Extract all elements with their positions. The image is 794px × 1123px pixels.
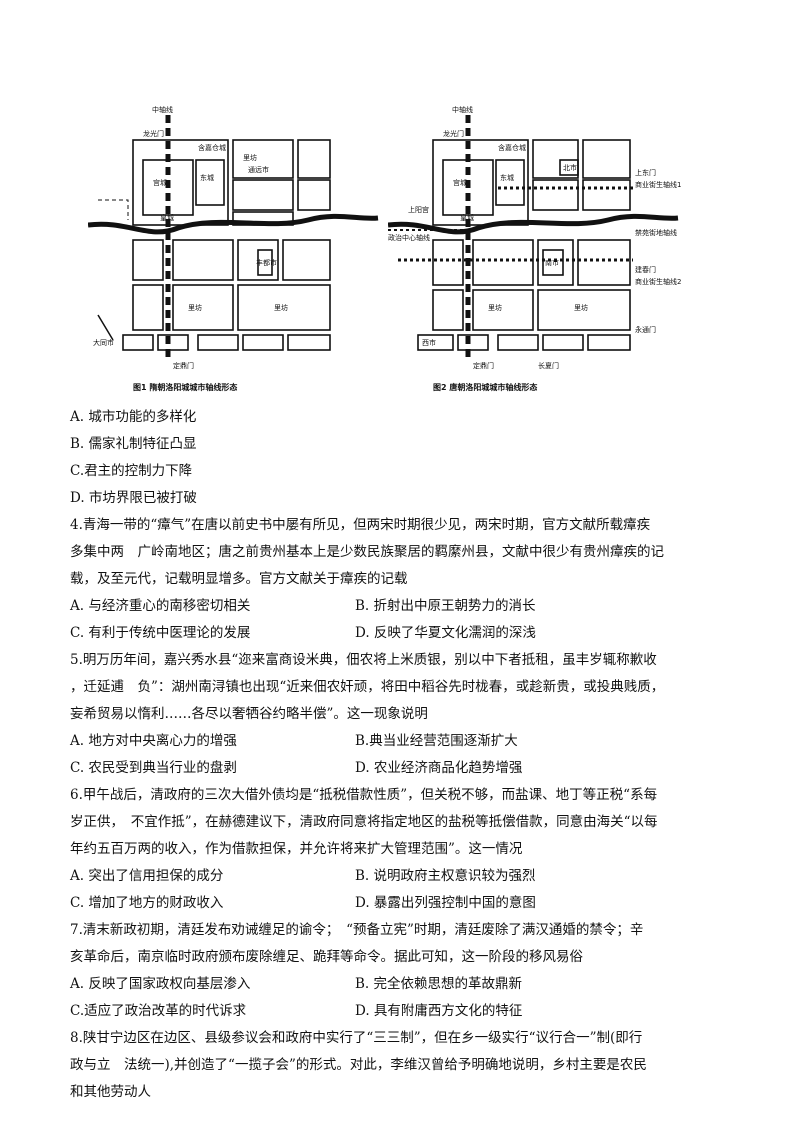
q5-option-a: A. 地方对中央离心力的增强 <box>70 733 237 749</box>
svg-text:皇城: 皇城 <box>460 213 474 222</box>
svg-text:长夏门: 长夏门 <box>538 361 559 370</box>
q5-stem: 5.明万历年间，嘉兴秀水县“迩来富商设米典，佃农将上米质银，别以中下者抵租，虽丰… <box>70 652 657 668</box>
svg-text:上阳宫: 上阳宫 <box>408 205 429 214</box>
svg-text:含嘉仓城: 含嘉仓城 <box>198 143 226 152</box>
q6-stem: 岁正供， 不宜作抵”，在赫德建议下，清政府同意将指定地区的盐税等抵偿借款，同意由… <box>70 814 658 830</box>
figure-2-map: 中轴线 龙光门 含嘉仓城 宫城 东城 北市 皇城 上阳宫 政治中心轴线 南市 西… <box>388 100 688 400</box>
q8-stem: 政与立 法统一),并创造了“一揽子会”的形式。对此，李维汉曾给予明确地说明，乡村… <box>70 1057 647 1073</box>
q4-options-row: C. 有利于传统中医理论的发展 D. 反映了华夏文化濡润的深浅 <box>70 620 730 647</box>
q5-stem: ，迁延逋 负”：湖州南浔镇也出现“近来佃农奸顽，将田中稻谷先时栊春，或趁新贵，或… <box>70 679 665 695</box>
svg-text:大同市: 大同市 <box>93 338 114 347</box>
svg-text:宫城: 宫城 <box>153 178 167 187</box>
q6-option-b: B. 说明政府主权意识较为强烈 <box>355 868 536 884</box>
q7-options-row: C.适应了政治改革的时代诉求 D. 具有附庸西方文化的特征 <box>70 998 730 1025</box>
q4-options-row: A. 与经济重心的南移密切相关 B. 折射出中原王朝势力的消长 <box>70 593 730 620</box>
svg-text:定鼎门: 定鼎门 <box>473 361 494 370</box>
q7-option-d: D. 具有附庸西方文化的特征 <box>355 1003 523 1019</box>
q7-option-a: A. 反映了国家政权向基层渗入 <box>70 976 251 992</box>
svg-text:龙光门: 龙光门 <box>443 129 464 138</box>
sui-luoyang-map: 中轴线 龙光门 含嘉仓城 宫城 东城 皇城 通远市 丰都市 里坊 里坊 里坊 定… <box>88 105 379 392</box>
q6-option-c: C. 增加了地方的财政收入 <box>70 895 224 911</box>
svg-text:中轴线: 中轴线 <box>452 105 473 114</box>
q4-option-d: D. 反映了华夏文化濡润的深浅 <box>355 625 536 641</box>
figure-area: 中轴线 龙光门 含嘉仓城 宫城 东城 皇城 通远市 丰都市 里坊 里坊 里坊 定… <box>88 100 708 400</box>
svg-text:商业街生轴线1: 商业街生轴线1 <box>635 180 681 189</box>
q4-option-b: B. 折射出中原王朝势力的消长 <box>355 598 536 614</box>
q7-option-b: B. 完全依赖思想的革故鼎新 <box>355 976 523 992</box>
q6-option-d: D. 暴露出列强控制中国的意图 <box>355 895 536 911</box>
question-text: A. 城市功能的多样化 B. 儒家礼制特征凸显 C.君主的控制力下降 D. 市坊… <box>70 404 730 1106</box>
q7-stem: 亥革命后，南京临时政府颁布废除缠足、跪拜等命令。据此可知，这一阶段的移风易俗 <box>70 949 583 965</box>
figure-2-caption: 图2 唐朝洛阳城城市轴线形态 <box>433 382 537 392</box>
q8-stem: 和其他劳动人 <box>70 1084 151 1100</box>
svg-text:通远市: 通远市 <box>248 165 269 174</box>
svg-text:西市: 西市 <box>422 338 436 347</box>
q4-option-a: A. 与经济重心的南移密切相关 <box>70 598 251 614</box>
svg-text:永通门: 永通门 <box>635 325 656 334</box>
q6-options-row: C. 增加了地方的财政收入 D. 暴露出列强控制中国的意图 <box>70 890 730 917</box>
q3-option-c: C.君主的控制力下降 <box>70 463 193 479</box>
q3-option-d: D. 市坊界限已被打破 <box>70 490 197 506</box>
q5-stem: 妄希贸易以惰利……各尽以奢牺谷约略半偿”。这一现象说明 <box>70 706 428 722</box>
q6-option-a: A. 突出了信用担保的成分 <box>70 868 224 884</box>
svg-text:龙光门: 龙光门 <box>143 129 164 138</box>
q6-options-row: A. 突出了信用担保的成分 B. 说明政府主权意识较为强烈 <box>70 863 730 890</box>
svg-text:宫城: 宫城 <box>453 178 467 187</box>
svg-text:里坊: 里坊 <box>574 303 588 312</box>
q7-stem: 7.清末新政初期，清廷发布劝诫缠足的谕令； “预备立宪”时期，清廷废除了满汉通婚… <box>70 922 644 938</box>
svg-text:东城: 东城 <box>500 173 514 182</box>
svg-text:建春门: 建春门 <box>635 265 656 274</box>
palace-outline <box>132 139 229 226</box>
q4-stem: 多集中两 广岭南地区；唐之前贵州基本上是少数民族聚居的羁縻州县，文献中很少有贵州… <box>70 544 664 560</box>
q6-stem: 6.甲午战后，清政府的三次大借外债均是“抵税借款性质”，但关税不够，而盐课、地丁… <box>70 787 658 803</box>
q5-options-row: C. 农民受到典当行业的盘剥 D. 农业经济商品化趋势增强 <box>70 755 730 782</box>
figure-1-map: 中轴线 龙光门 含嘉仓城 宫城 东城 皇城 通远市 丰都市 里坊 里坊 里坊 定… <box>88 100 388 400</box>
svg-text:北市: 北市 <box>563 163 577 172</box>
tang-luoyang-map: 中轴线 龙光门 含嘉仓城 宫城 东城 北市 皇城 上阳宫 政治中心轴线 南市 西… <box>388 105 681 392</box>
q7-options-row: A. 反映了国家政权向基层渗入 B. 完全依赖思想的革故鼎新 <box>70 971 730 998</box>
q3-option-b: B. 儒家礼制特征凸显 <box>70 436 197 452</box>
q8-stem: 8.陕甘宁边区在边区、县级参议会和政府中实行了“三三制”，但在乡一级实行“议行合… <box>70 1030 643 1046</box>
figure-1-caption: 图1 隋朝洛阳城城市轴线形态 <box>133 382 237 392</box>
svg-text:里坊: 里坊 <box>488 303 502 312</box>
svg-text:皇城: 皇城 <box>160 213 174 222</box>
svg-text:里坊: 里坊 <box>188 303 202 312</box>
q4-option-c: C. 有利于传统中医理论的发展 <box>70 625 251 641</box>
svg-text:上东门: 上东门 <box>635 168 656 177</box>
svg-text:南市: 南市 <box>545 258 559 267</box>
q5-option-c: C. 农民受到典当行业的盘剥 <box>70 760 237 776</box>
q5-option-d: D. 农业经济商品化趋势增强 <box>355 760 523 776</box>
q5-option-b: B.典当业经营范围逐渐扩大 <box>355 733 518 749</box>
q3-option-a: A. 城市功能的多样化 <box>70 409 197 425</box>
q5-options-row: A. 地方对中央离心力的增强 B.典当业经营范围逐渐扩大 <box>70 728 730 755</box>
svg-text:东城: 东城 <box>200 173 214 182</box>
svg-text:禁苑街地轴线: 禁苑街地轴线 <box>635 228 677 237</box>
svg-text:含嘉仓城: 含嘉仓城 <box>498 143 526 152</box>
q7-option-c: C.适应了政治改革的时代诉求 <box>70 1003 247 1019</box>
svg-text:定鼎门: 定鼎门 <box>173 361 194 370</box>
axis-label: 中轴线 <box>152 105 173 114</box>
svg-text:商业街生轴线2: 商业街生轴线2 <box>635 277 681 286</box>
svg-text:里坊: 里坊 <box>243 153 257 162</box>
q4-stem: 载，及至元代，记载明显增多。官方文献关于瘴疾的记载 <box>70 571 408 587</box>
svg-text:政治中心轴线: 政治中心轴线 <box>388 233 430 242</box>
svg-text:丰都市: 丰都市 <box>256 258 277 267</box>
q6-stem: 年约五百万两的收入，作为借款担保，并允许将来扩大管理范围”。这一情况 <box>70 841 523 857</box>
svg-text:里坊: 里坊 <box>274 303 288 312</box>
q4-stem: 4.青海一带的“瘴气”在唐以前史书中屡有所见，但两宋时期很少见，两宋时期，官方文… <box>70 517 651 533</box>
